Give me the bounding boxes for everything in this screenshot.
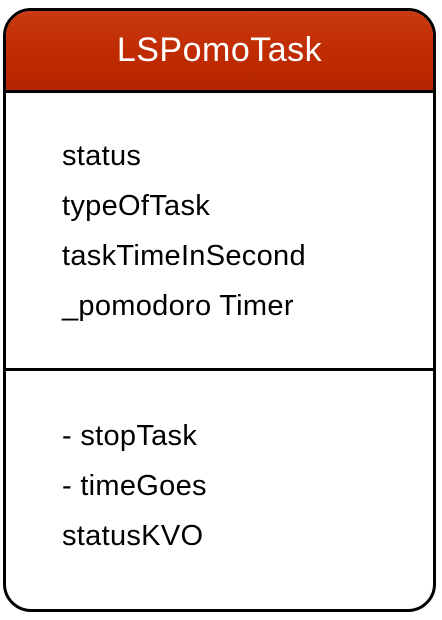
method-item: - timeGoes [62, 470, 207, 502]
method-list: - stopTask - timeGoes statusKVO [62, 411, 207, 561]
attributes-compartment: status typeOfTask taskTimeInSecond _pomo… [6, 93, 433, 371]
method-item: - stopTask [62, 420, 198, 452]
attribute-item: typeOfTask [62, 190, 211, 222]
attribute-item: taskTimeInSecond [62, 240, 306, 272]
attribute-list: status typeOfTask taskTimeInSecond _pomo… [62, 131, 306, 331]
class-header: LSPomoTask [6, 11, 433, 93]
method-item: statusKVO [62, 520, 204, 552]
class-name: LSPomoTask [116, 31, 323, 69]
attribute-item: status [62, 140, 142, 172]
uml-class-box: LSPomoTask status typeOfTask taskTimeInS… [3, 8, 436, 612]
attribute-item: _pomodoro Timer [62, 290, 294, 322]
methods-compartment: - stopTask - timeGoes statusKVO [6, 371, 433, 609]
